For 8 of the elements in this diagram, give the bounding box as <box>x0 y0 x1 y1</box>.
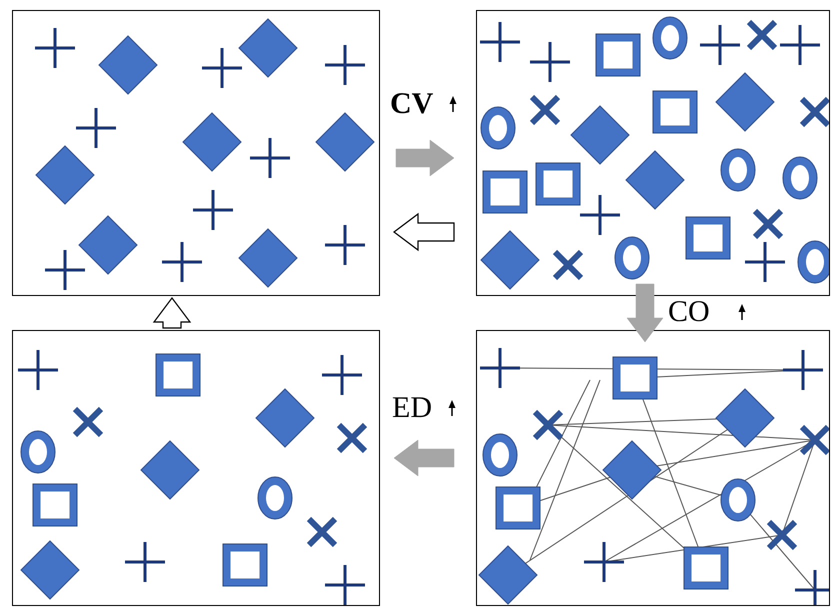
block-arrow <box>152 297 192 329</box>
variable-label: CO <box>668 296 710 328</box>
block-arrow <box>394 440 454 476</box>
block-arrow <box>626 284 664 342</box>
block-arrow <box>396 140 454 176</box>
block-arrow <box>393 212 455 252</box>
variable-label: ED <box>392 392 432 424</box>
variable-label: CV <box>390 88 434 120</box>
